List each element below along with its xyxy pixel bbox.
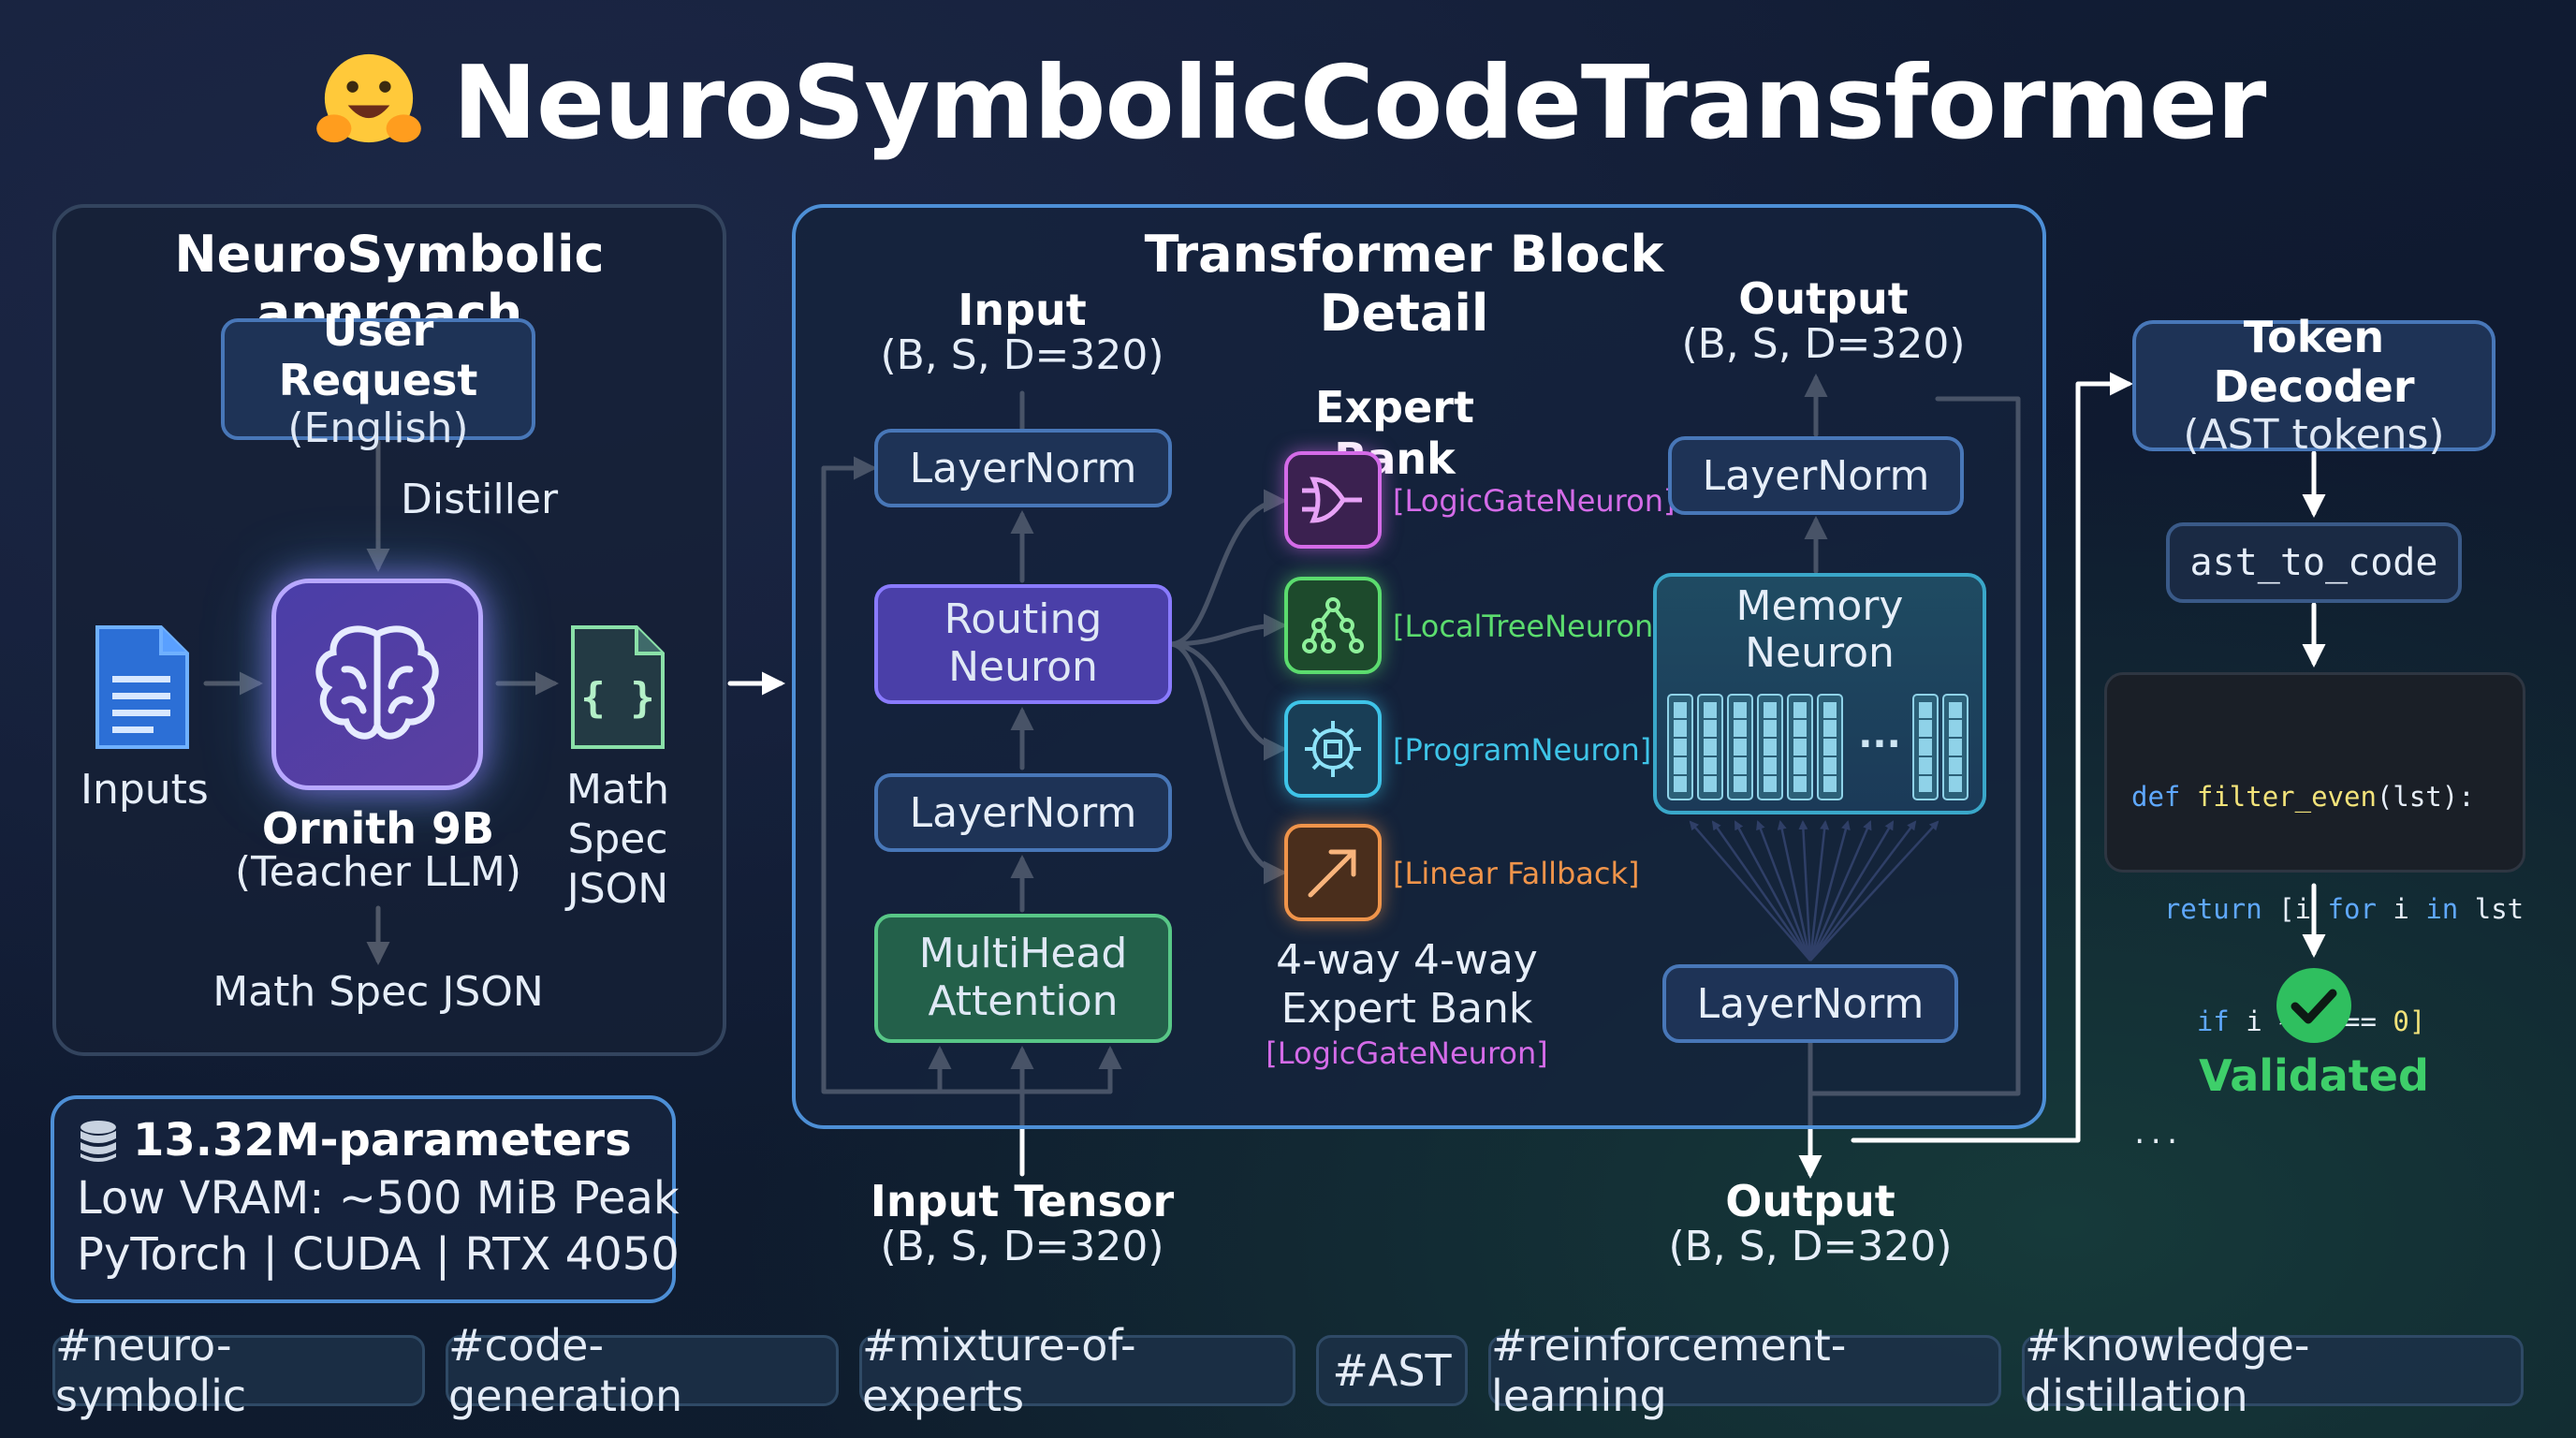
expert-linear-fallback-label: [Linear Fallback]	[1393, 856, 1640, 891]
inputs-label: Inputs	[80, 766, 209, 814]
ast-to-code-box: ast_to_code	[2166, 522, 2462, 603]
stats-box	[51, 1095, 676, 1303]
attention-line2: Attention	[928, 977, 1119, 1025]
logic-gate-icon	[1302, 477, 1362, 523]
math-spec-line2: JSON	[566, 864, 669, 913]
block-output-shape: (B, S, D=320)	[1681, 320, 1966, 368]
routing-line2: Neuron	[948, 643, 1098, 691]
arrow-block-to-decoder	[1851, 372, 2133, 1143]
memory-line2: Neuron	[1745, 629, 1895, 677]
json-file-icon: { }	[571, 625, 665, 749]
bank-caption-line1: 4-way 4-way	[1276, 936, 1538, 984]
database-icon	[80, 1121, 116, 1162]
validated-label: Validated	[2199, 1050, 2429, 1101]
layernorm-top: LayerNorm	[874, 429, 1172, 507]
svg-text:{ }: { }	[580, 674, 654, 722]
layernorm-right-bottom: LayerNorm	[1662, 964, 1958, 1043]
expert-program	[1284, 700, 1382, 798]
routing-line1: Routing	[944, 595, 1103, 644]
document-icon	[95, 625, 189, 749]
tag-knowledge-distillation[interactable]: #knowledge-distillation	[2022, 1320, 2524, 1421]
tag-reinforcement-learning[interactable]: #reinforcement-learning	[1488, 1320, 2001, 1421]
tech-stack: PyTorch | CUDA | RTX 4050	[77, 1228, 680, 1281]
layernorm-top-label: LayerNorm	[909, 444, 1137, 492]
expert-linear-fallback	[1284, 824, 1382, 921]
code-line-2: return [i for i in lst	[2163, 893, 2525, 925]
memory-ellipsis: ...	[1858, 713, 1901, 756]
tag-mixture-of-experts[interactable]: #mixture-of-experts	[859, 1320, 1295, 1421]
block-input-shape: (B, S, D=320)	[880, 331, 1164, 379]
bank-caption-line2: Expert Bank	[1281, 985, 1533, 1033]
layernorm-mid: LayerNorm	[874, 773, 1172, 852]
token-decoder-subtitle: (AST tokens)	[2183, 410, 2445, 459]
expert-local-tree	[1284, 577, 1382, 674]
teacher-model-name: Ornith 9B	[261, 803, 495, 854]
hugging-face-icon	[315, 53, 421, 143]
brain-icon	[315, 625, 439, 740]
input-tensor-shape: (B, S, D=320)	[880, 1223, 1164, 1270]
code-line-1: def filter_even(lst):	[2131, 781, 2475, 813]
gear-chip-icon	[1305, 721, 1361, 777]
token-decoder-box: Token Decoder (AST tokens)	[2132, 312, 2496, 458]
vram-usage: Low VRAM: ~500 MiB Peak	[77, 1172, 680, 1225]
block-input-label: Input	[958, 285, 1087, 335]
input-tensor-label: Input Tensor	[870, 1176, 1175, 1226]
title-bar: NeuroSymbolicCodeTransformer	[0, 37, 2576, 169]
output-bottom-label: Output	[1725, 1176, 1895, 1226]
token-decoder-title: Token Decoder	[2213, 311, 2415, 412]
memory-cells-icon	[1667, 694, 1969, 800]
distiller-label: Distiller	[401, 476, 559, 523]
tag-neuro-symbolic[interactable]: #neuro-symbolic	[52, 1320, 425, 1421]
block-output-label: Output	[1738, 273, 1909, 324]
diagonal-arrow-icon	[1308, 849, 1356, 898]
attention-line1: MultiHead	[918, 930, 1128, 978]
teacher-llm-box	[271, 579, 483, 790]
check-circle-icon	[2276, 968, 2351, 1043]
layernorm-right-bottom-label: LayerNorm	[1696, 979, 1925, 1028]
multihead-attention-box: MultiHead Attention	[874, 914, 1172, 1043]
math-spec-output-label: Math Spec JSON	[212, 968, 544, 1016]
code-block: def filter_even(lst): return [i for i in…	[2104, 672, 2525, 1150]
user-request-language: (English)	[287, 404, 469, 452]
ast-to-code-label: ast_to_code	[2189, 541, 2438, 584]
tag-code-generation[interactable]: #code-generation	[446, 1320, 839, 1421]
expert-program-label: [ProgramNeuron]	[1393, 732, 1652, 768]
user-request-label: User Request	[278, 304, 478, 405]
tree-icon	[1302, 597, 1364, 653]
page-title: NeuroSymbolicCodeTransformer	[452, 44, 2267, 162]
code-line-4: ...	[2131, 1118, 2181, 1150]
output-bottom-shape: (B, S, D=320)	[1668, 1223, 1953, 1270]
math-spec-label: Math Spec JSON	[515, 766, 721, 914]
user-request-box: User Request (English)	[221, 305, 535, 451]
memory-line1: Memory	[1735, 582, 1904, 630]
layernorm-right-top-label: LayerNorm	[1702, 451, 1930, 500]
expert-logic-gate-label: [LogicGateNeuron]	[1393, 483, 1676, 519]
teacher-model-role: (Teacher LLM)	[235, 848, 521, 896]
math-spec-line1: Math Spec	[565, 766, 670, 863]
param-count: 13.32M-parameters	[133, 1114, 632, 1167]
expert-logic-gate	[1284, 451, 1382, 549]
transformer-block-title: Transformer Block Detail	[1144, 225, 1664, 343]
routing-neuron-box: Routing Neuron	[874, 584, 1172, 704]
neurosymbolic-panel-title: NeuroSymbolic approach	[174, 225, 605, 343]
layernorm-right-top: LayerNorm	[1668, 436, 1964, 515]
expert-local-tree-label: [LocalTreeNeuron]	[1393, 609, 1665, 644]
bank-caption-line3: [LogicGateNeuron]	[1266, 1035, 1548, 1071]
layernorm-mid-label: LayerNorm	[909, 788, 1137, 837]
tag-ast[interactable]: #AST	[1316, 1335, 1468, 1406]
